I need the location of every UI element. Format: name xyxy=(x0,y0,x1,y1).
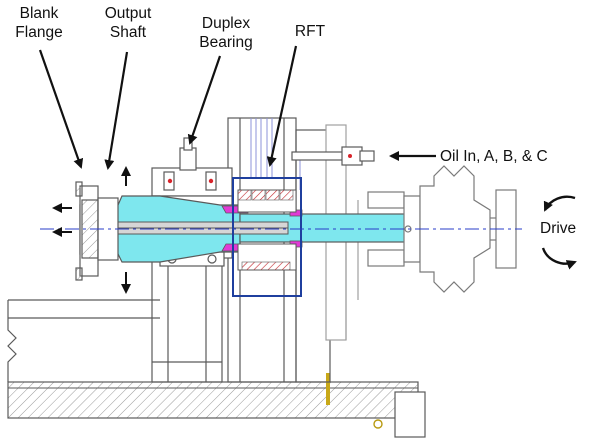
label-rft: RFT xyxy=(294,23,326,40)
frame-left-wall xyxy=(7,299,160,383)
blank-flange xyxy=(75,181,119,281)
instrument-lines xyxy=(250,118,301,190)
load-arrows xyxy=(52,166,131,294)
drive-coupling xyxy=(367,165,517,293)
leader-arrows xyxy=(38,45,436,170)
label-drive: Drive xyxy=(540,220,577,237)
drive-rotation-icon xyxy=(541,195,577,270)
base-plate xyxy=(7,373,426,438)
oil-inlet-fitting xyxy=(291,146,375,166)
rft-highlight-box xyxy=(232,177,302,297)
rft-assembly xyxy=(237,189,297,271)
label-oil-in: Oil In, A, B, & C xyxy=(440,148,548,165)
